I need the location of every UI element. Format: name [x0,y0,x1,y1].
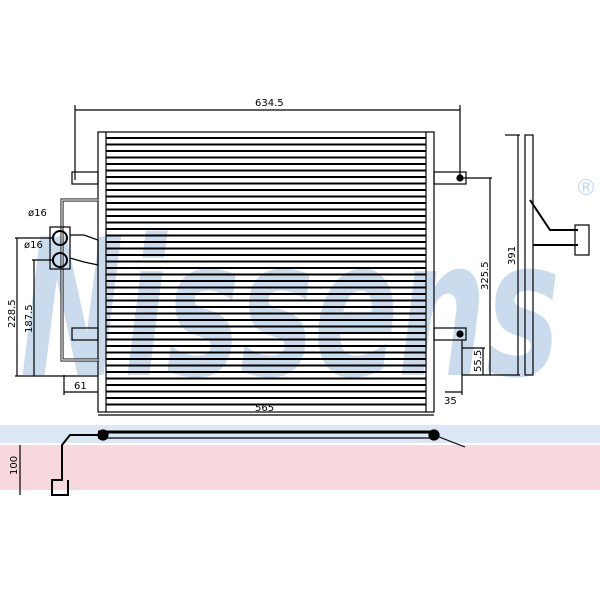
outlet-port [52,252,68,268]
registered-mark: ® [575,176,597,201]
fitting-block [49,226,71,270]
watermark-logo: Nissens [20,199,560,420]
core-tubes [106,137,426,406]
inlet-port [52,230,68,246]
label-left-offset: 61 [74,381,87,392]
label-core-width: 565 [255,403,274,414]
label-bracket-bottom: 55.5 [473,350,484,372]
label-inlet-diameter: ø16 [28,208,47,219]
bracket-bottom-left [71,327,99,341]
label-bracket-spacing: 325.5 [480,261,491,290]
core-outline [97,131,435,413]
label-inlet-height: 228.5 [7,299,18,328]
label-depth: 100 [9,456,20,475]
watermark-band-pink [0,445,600,490]
label-right-offset: 35 [444,396,457,407]
bracket-bottom-right [433,327,467,341]
label-outlet-height: 187.5 [24,304,35,333]
label-outlet-diameter: ø16 [24,240,43,251]
label-overall-width: 634.5 [255,98,284,109]
label-overall-height: 391 [507,246,518,265]
side-view [524,134,534,376]
bracket-top-left [71,171,99,185]
